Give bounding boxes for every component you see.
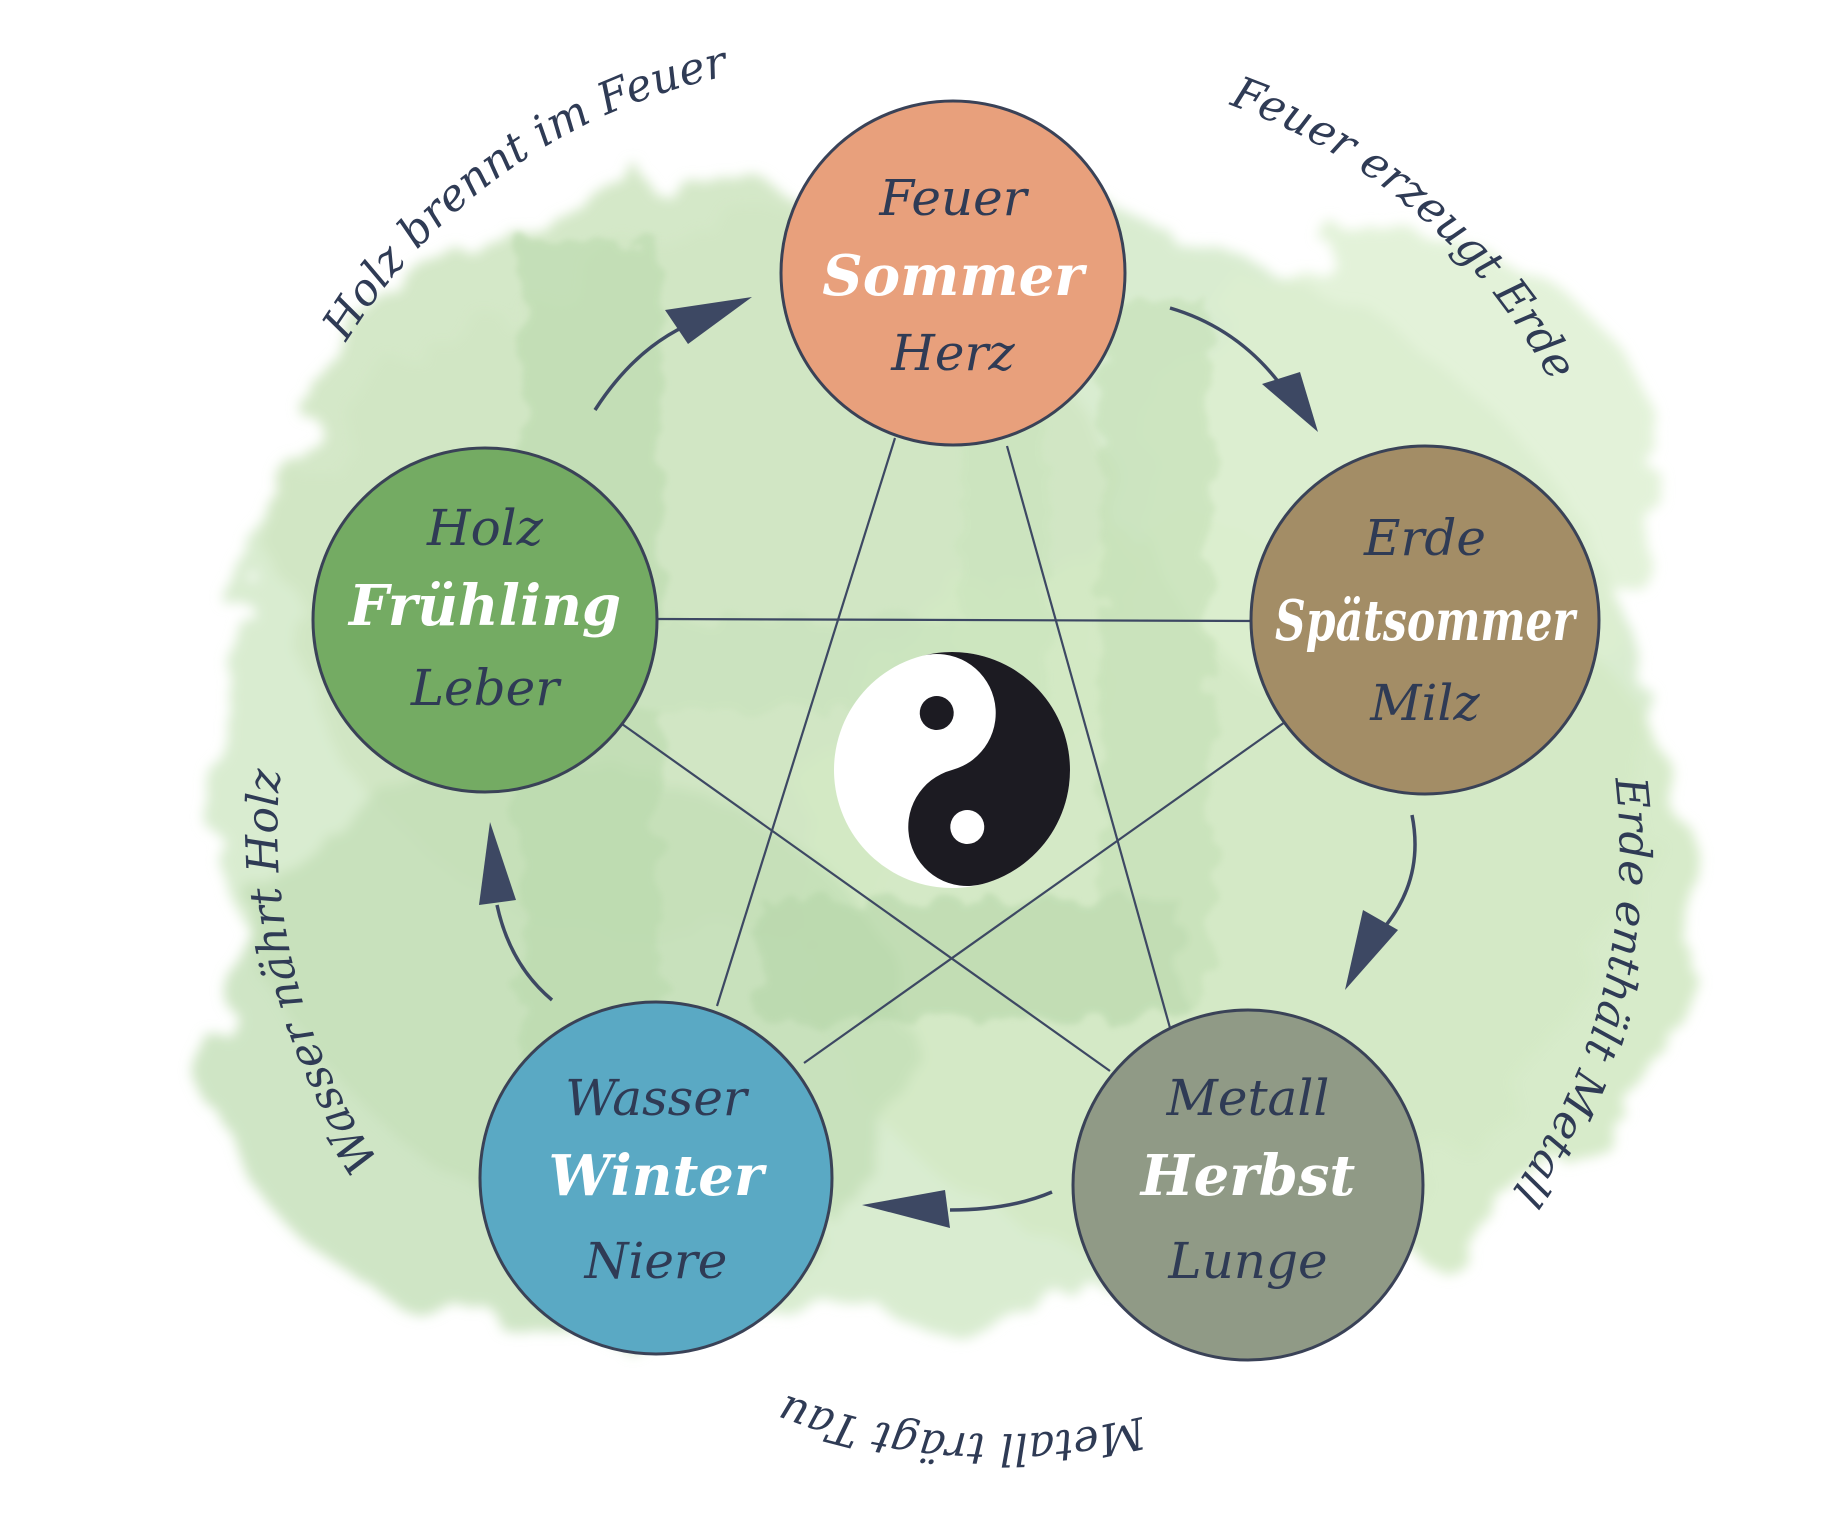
element-name-fire: Feuer: [878, 169, 1029, 227]
star-line-wood-earth: [657, 617, 1260, 623]
element-season-wood: Frühling: [347, 573, 621, 639]
element-name-wood: Holz: [426, 499, 544, 557]
label-metal-to-water: Metall trägt Tau: [771, 1384, 1150, 1474]
arrow-water-to-wood: [479, 822, 554, 1002]
element-water: Wasser Winter Niere: [478, 1000, 834, 1356]
arrow-wood-to-fire: [593, 297, 752, 411]
element-organ-water: Niere: [584, 1232, 728, 1290]
element-organ-metal: Lunge: [1167, 1232, 1327, 1290]
element-season-metal: Herbst: [1139, 1143, 1356, 1209]
yin-yang-icon: [834, 652, 1070, 888]
arrow-metal-to-water: [862, 1190, 1053, 1228]
element-organ-wood: Leber: [410, 659, 562, 717]
element-name-metal: Metall: [1166, 1069, 1330, 1127]
element-organ-fire: Herz: [890, 324, 1015, 382]
element-earth: Erde Spätsommer Milz: [1249, 444, 1601, 796]
arrow-fire-to-earth: [1169, 306, 1318, 432]
element-circle-water: [478, 1000, 834, 1356]
element-metal: Metall Herbst Lunge: [1071, 1008, 1425, 1362]
star-line-wood-metal: [621, 723, 1111, 1072]
star-line-fire-water: [715, 437, 897, 1007]
element-circle-metal: [1071, 1008, 1425, 1362]
element-season-water: Winter: [549, 1143, 767, 1209]
element-season-fire: Sommer: [822, 243, 1087, 309]
element-circle-fire: [779, 99, 1127, 447]
element-circle-earth: [1249, 444, 1601, 796]
star-line-fire-metal: [1005, 445, 1188, 1086]
pentagram: [621, 437, 1286, 1086]
star-line-earth-water: [803, 721, 1286, 1064]
element-fire: Feuer Sommer Herz: [779, 99, 1127, 447]
element-name-earth: Erde: [1363, 509, 1486, 567]
element-organ-earth: Milz: [1369, 674, 1480, 732]
element-season-earth: Spätsommer: [1275, 588, 1578, 654]
cycle-arrows: [479, 297, 1417, 1228]
arrow-earth-to-metal: [1345, 814, 1417, 990]
element-wood: Holz Frühling Leber: [311, 446, 659, 794]
element-circle-wood: [311, 446, 659, 794]
element-name-water: Wasser: [565, 1069, 750, 1127]
